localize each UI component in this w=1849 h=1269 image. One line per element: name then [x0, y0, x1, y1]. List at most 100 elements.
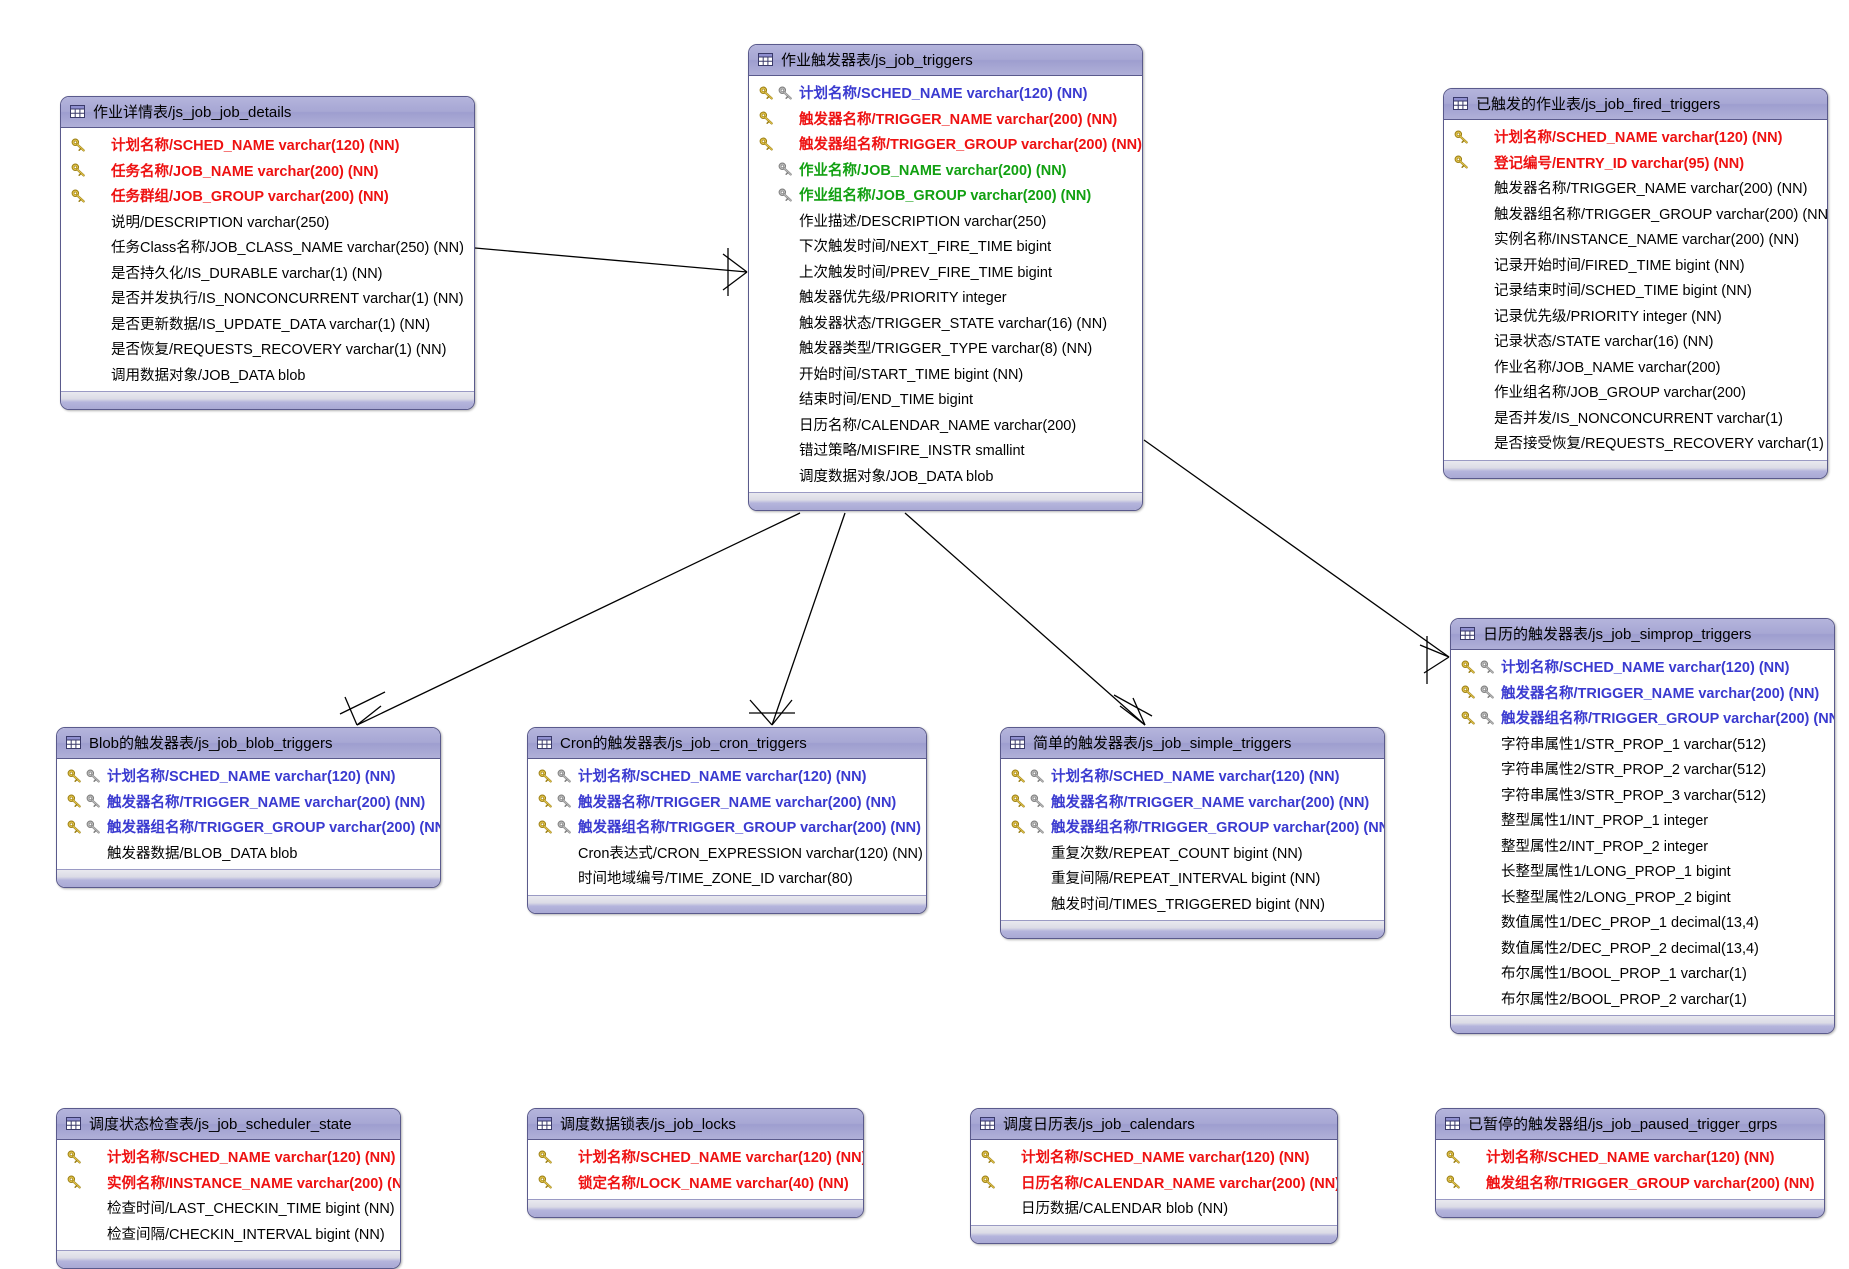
attribute-row-job_triggers-0[interactable]: 计划名称/SCHED_NAME varchar(120) (NN) — [749, 80, 1142, 106]
attribute-row-simple_triggers-3[interactable]: 重复次数/REPEAT_COUNT bigint (NN) — [1001, 840, 1384, 866]
attribute-row-simprop_triggers-7[interactable]: 整型属性2/INT_PROP_2 integer — [1451, 833, 1834, 859]
attribute-row-blob_triggers-0[interactable]: 计划名称/SCHED_NAME varchar(120) (NN) — [57, 763, 440, 789]
entity-footer — [61, 391, 474, 409]
attribute-row-job_details-1[interactable]: 任务名称/JOB_NAME varchar(200) (NN) — [61, 158, 474, 184]
attribute-row-scheduler_state-3[interactable]: 检查间隔/CHECKIN_INTERVAL bigint (NN) — [57, 1221, 400, 1247]
attribute-row-job_details-3[interactable]: 说明/DESCRIPTION varchar(250) — [61, 209, 474, 235]
entity-simprop_triggers[interactable]: 日历的触发器表/js_job_simprop_triggers 计划名称/SCH… — [1450, 618, 1835, 1034]
attribute-label-simple_triggers-5: 触发时间/TIMES_TRIGGERED bigint (NN) — [1051, 896, 1325, 913]
attribute-row-job_details-6[interactable]: 是否并发执行/IS_NONCONCURRENT varchar(1) (NN) — [61, 285, 474, 311]
entity-attribute-list: 计划名称/SCHED_NAME varchar(120) (NN) 触发器名称/… — [1451, 650, 1834, 1015]
attribute-row-simprop_triggers-0[interactable]: 计划名称/SCHED_NAME varchar(120) (NN) — [1451, 654, 1834, 680]
attribute-row-job_triggers-13[interactable]: 日历名称/CALENDAR_NAME varchar(200) — [749, 412, 1142, 438]
attribute-row-cron_triggers-2[interactable]: 触发器组名称/TRIGGER_GROUP varchar(200) (NN) — [528, 814, 926, 840]
attribute-row-job_details-9[interactable]: 调用数据对象/JOB_DATA blob — [61, 362, 474, 388]
attribute-row-paused_trigger_grps-0[interactable]: 计划名称/SCHED_NAME varchar(120) (NN) — [1436, 1144, 1824, 1170]
attribute-row-job_triggers-10[interactable]: 触发器类型/TRIGGER_TYPE varchar(8) (NN) — [749, 335, 1142, 361]
attribute-row-job_triggers-11[interactable]: 开始时间/START_TIME bigint (NN) — [749, 361, 1142, 387]
attribute-row-simprop_triggers-8[interactable]: 长整型属性1/LONG_PROP_1 bigint — [1451, 858, 1834, 884]
attribute-row-simple_triggers-0[interactable]: 计划名称/SCHED_NAME varchar(120) (NN) — [1001, 763, 1384, 789]
attribute-row-cron_triggers-3[interactable]: Cron表达式/CRON_EXPRESSION varchar(120) (NN… — [528, 840, 926, 866]
attribute-row-simprop_triggers-9[interactable]: 长整型属性2/LONG_PROP_2 bigint — [1451, 884, 1834, 910]
attribute-row-simprop_triggers-2[interactable]: 触发器组名称/TRIGGER_GROUP varchar(200) (NN) — [1451, 705, 1834, 731]
attribute-row-fired_triggers-11[interactable]: 是否并发/IS_NONCONCURRENT varchar(1) — [1444, 405, 1827, 431]
attribute-row-job_triggers-9[interactable]: 触发器状态/TRIGGER_STATE varchar(16) (NN) — [749, 310, 1142, 336]
entity-blob_triggers[interactable]: Blob的触发器表/js_job_blob_triggers 计划名称/SCHE… — [56, 727, 441, 888]
entity-locks[interactable]: 调度数据锁表/js_job_locks 计划名称/SCHED_NAME varc… — [527, 1108, 864, 1218]
attribute-row-scheduler_state-0[interactable]: 计划名称/SCHED_NAME varchar(120) (NN) — [57, 1144, 400, 1170]
entity-paused_trigger_grps[interactable]: 已暂停的触发器组/js_job_paused_trigger_grps 计划名称… — [1435, 1108, 1825, 1218]
attribute-row-simprop_triggers-13[interactable]: 布尔属性2/BOOL_PROP_2 varchar(1) — [1451, 986, 1834, 1012]
attribute-row-calendars-0[interactable]: 计划名称/SCHED_NAME varchar(120) (NN) — [971, 1144, 1337, 1170]
attribute-row-simprop_triggers-10[interactable]: 数值属性1/DEC_PROP_1 decimal(13,4) — [1451, 909, 1834, 935]
attribute-row-job_triggers-12[interactable]: 结束时间/END_TIME bigint — [749, 386, 1142, 412]
attribute-row-paused_trigger_grps-1[interactable]: 触发组名称/TRIGGER_GROUP varchar(200) (NN) — [1436, 1170, 1824, 1196]
attribute-row-job_details-0[interactable]: 计划名称/SCHED_NAME varchar(120) (NN) — [61, 132, 474, 158]
attribute-row-calendars-1[interactable]: 日历名称/CALENDAR_NAME varchar(200) (NN) — [971, 1170, 1337, 1196]
attribute-row-simprop_triggers-4[interactable]: 字符串属性2/STR_PROP_2 varchar(512) — [1451, 756, 1834, 782]
attribute-row-fired_triggers-7[interactable]: 记录优先级/PRIORITY integer (NN) — [1444, 303, 1827, 329]
attribute-row-simple_triggers-5[interactable]: 触发时间/TIMES_TRIGGERED bigint (NN) — [1001, 891, 1384, 917]
attribute-row-simple_triggers-1[interactable]: 触发器名称/TRIGGER_NAME varchar(200) (NN) — [1001, 789, 1384, 815]
attribute-row-scheduler_state-2[interactable]: 检查时间/LAST_CHECKIN_TIME bigint (NN) — [57, 1195, 400, 1221]
attribute-row-fired_triggers-8[interactable]: 记录状态/STATE varchar(16) (NN) — [1444, 328, 1827, 354]
attribute-row-fired_triggers-0[interactable]: 计划名称/SCHED_NAME varchar(120) (NN) — [1444, 124, 1827, 150]
entity-footer — [971, 1224, 1337, 1243]
attribute-row-fired_triggers-3[interactable]: 触发器组名称/TRIGGER_GROUP varchar(200) (NN) — [1444, 201, 1827, 227]
attribute-row-job_details-2[interactable]: 任务群组/JOB_GROUP varchar(200) (NN) — [61, 183, 474, 209]
attribute-row-simprop_triggers-5[interactable]: 字符串属性3/STR_PROP_3 varchar(512) — [1451, 782, 1834, 808]
attribute-row-blob_triggers-1[interactable]: 触发器名称/TRIGGER_NAME varchar(200) (NN) — [57, 789, 440, 815]
attribute-row-job_details-7[interactable]: 是否更新数据/IS_UPDATE_DATA varchar(1) (NN) — [61, 311, 474, 337]
attribute-row-job_triggers-15[interactable]: 调度数据对象/JOB_DATA blob — [749, 463, 1142, 489]
attribute-row-job_triggers-8[interactable]: 触发器优先级/PRIORITY integer — [749, 284, 1142, 310]
attribute-row-simple_triggers-2[interactable]: 触发器组名称/TRIGGER_GROUP varchar(200) (NN) — [1001, 814, 1384, 840]
attribute-row-cron_triggers-4[interactable]: 时间地域编号/TIME_ZONE_ID varchar(80) — [528, 865, 926, 891]
entity-scheduler_state[interactable]: 调度状态检查表/js_job_scheduler_state 计划名称/SCHE… — [56, 1108, 401, 1269]
pk-slot — [69, 138, 88, 152]
attribute-label-cron_triggers-4: 时间地域编号/TIME_ZONE_ID varchar(80) — [578, 871, 853, 888]
attribute-row-job_details-4[interactable]: 任务Class名称/JOB_CLASS_NAME varchar(250) (N… — [61, 234, 474, 260]
table-icon — [70, 105, 85, 118]
entity-job_details[interactable]: 作业详情表/js_job_job_details 计划名称/SCHED_NAME… — [60, 96, 475, 410]
attribute-row-locks-1[interactable]: 锁定名称/LOCK_NAME varchar(40) (NN) — [528, 1170, 863, 1196]
entity-cron_triggers[interactable]: Cron的触发器表/js_job_cron_triggers 计划名称/SCHE… — [527, 727, 927, 914]
entity-job_triggers[interactable]: 作业触发器表/js_job_triggers 计划名称/SCHED_NAME v… — [748, 44, 1143, 511]
attribute-label-simprop_triggers-2: 触发器组名称/TRIGGER_GROUP varchar(200) (NN) — [1501, 711, 1835, 728]
attribute-row-fired_triggers-5[interactable]: 记录开始时间/FIRED_TIME bigint (NN) — [1444, 252, 1827, 278]
entity-calendars[interactable]: 调度日历表/js_job_calendars 计划名称/SCHED_NAME v… — [970, 1108, 1338, 1244]
attribute-row-simple_triggers-4[interactable]: 重复间隔/REPEAT_INTERVAL bigint (NN) — [1001, 865, 1384, 891]
attribute-row-scheduler_state-1[interactable]: 实例名称/INSTANCE_NAME varchar(200) (NN) — [57, 1170, 400, 1196]
attribute-row-job_triggers-1[interactable]: 触发器名称/TRIGGER_NAME varchar(200) (NN) — [749, 106, 1142, 132]
entity-simple_triggers[interactable]: 简单的触发器表/js_job_simple_triggers 计划名称/SCHE… — [1000, 727, 1385, 939]
attribute-row-fired_triggers-12[interactable]: 是否接受恢复/REQUESTS_RECOVERY varchar(1) — [1444, 430, 1827, 456]
attribute-row-job_triggers-14[interactable]: 错过策略/MISFIRE_INSTR smallint — [749, 437, 1142, 463]
attribute-row-job_details-8[interactable]: 是否恢复/REQUESTS_RECOVERY varchar(1) (NN) — [61, 336, 474, 362]
attribute-row-fired_triggers-4[interactable]: 实例名称/INSTANCE_NAME varchar(200) (NN) — [1444, 226, 1827, 252]
attribute-row-job_triggers-2[interactable]: 触发器组名称/TRIGGER_GROUP varchar(200) (NN) — [749, 131, 1142, 157]
attribute-row-cron_triggers-1[interactable]: 触发器名称/TRIGGER_NAME varchar(200) (NN) — [528, 789, 926, 815]
attribute-row-fired_triggers-2[interactable]: 触发器名称/TRIGGER_NAME varchar(200) (NN) — [1444, 175, 1827, 201]
attribute-row-job_triggers-3[interactable]: 作业名称/JOB_NAME varchar(200) (NN) — [749, 157, 1142, 183]
attribute-row-locks-0[interactable]: 计划名称/SCHED_NAME varchar(120) (NN) — [528, 1144, 863, 1170]
attribute-row-job_triggers-4[interactable]: 作业组名称/JOB_GROUP varchar(200) (NN) — [749, 182, 1142, 208]
attribute-row-simprop_triggers-12[interactable]: 布尔属性1/BOOL_PROP_1 varchar(1) — [1451, 960, 1834, 986]
attribute-row-simprop_triggers-6[interactable]: 整型属性1/INT_PROP_1 integer — [1451, 807, 1834, 833]
attribute-row-job_details-5[interactable]: 是否持久化/IS_DURABLE varchar(1) (NN) — [61, 260, 474, 286]
attribute-row-job_triggers-5[interactable]: 作业描述/DESCRIPTION varchar(250) — [749, 208, 1142, 234]
fk-slot — [776, 86, 795, 100]
attribute-row-simprop_triggers-1[interactable]: 触发器名称/TRIGGER_NAME varchar(200) (NN) — [1451, 680, 1834, 706]
attribute-row-fired_triggers-1[interactable]: 登记编号/ENTRY_ID varchar(95) (NN) — [1444, 150, 1827, 176]
attribute-row-job_triggers-7[interactable]: 上次触发时间/PREV_FIRE_TIME bigint — [749, 259, 1142, 285]
pk-slot — [1459, 660, 1478, 674]
attribute-row-fired_triggers-9[interactable]: 作业名称/JOB_NAME varchar(200) — [1444, 354, 1827, 380]
attribute-row-blob_triggers-2[interactable]: 触发器组名称/TRIGGER_GROUP varchar(200) (NN) — [57, 814, 440, 840]
attribute-row-fired_triggers-6[interactable]: 记录结束时间/SCHED_TIME bigint (NN) — [1444, 277, 1827, 303]
attribute-row-cron_triggers-0[interactable]: 计划名称/SCHED_NAME varchar(120) (NN) — [528, 763, 926, 789]
attribute-row-blob_triggers-3[interactable]: 触发器数据/BLOB_DATA blob — [57, 840, 440, 866]
attribute-row-simprop_triggers-11[interactable]: 数值属性2/DEC_PROP_2 decimal(13,4) — [1451, 935, 1834, 961]
attribute-row-fired_triggers-10[interactable]: 作业组名称/JOB_GROUP varchar(200) — [1444, 379, 1827, 405]
attribute-row-calendars-2[interactable]: 日历数据/CALENDAR blob (NN) — [971, 1195, 1337, 1221]
attribute-row-simprop_triggers-3[interactable]: 字符串属性1/STR_PROP_1 varchar(512) — [1451, 731, 1834, 757]
attribute-row-job_triggers-6[interactable]: 下次触发时间/NEXT_FIRE_TIME bigint — [749, 233, 1142, 259]
entity-fired_triggers[interactable]: 已触发的作业表/js_job_fired_triggers 计划名称/SCHED… — [1443, 88, 1828, 479]
